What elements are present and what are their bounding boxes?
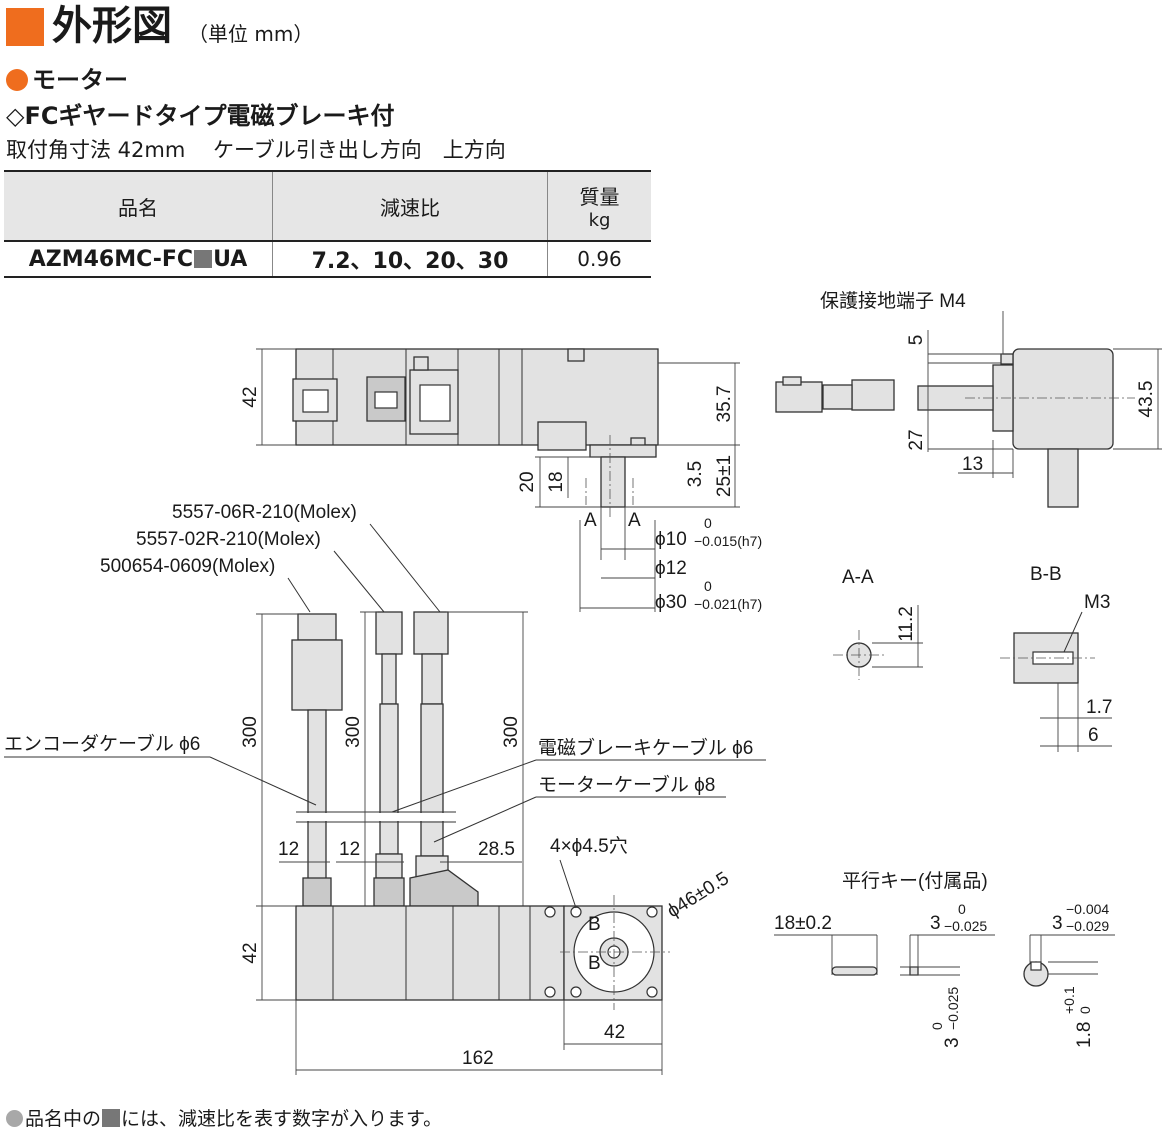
shaft-side <box>1047 448 1079 508</box>
motor-cable <box>420 703 444 857</box>
motor-body-front <box>295 905 565 1001</box>
dim-35-7: 35.7 <box>714 386 735 423</box>
motor-cable-label: モーターケーブル ϕ8 <box>538 773 715 796</box>
output-shaft <box>600 456 626 508</box>
holes-label: 4×ϕ4.5穴 <box>550 835 628 857</box>
dim-42-top: 42 <box>240 386 261 407</box>
svg-text:0: 0 <box>958 901 966 917</box>
connector-label-1: 5557-06R-210(Molex) <box>172 502 357 523</box>
footnote: 品名中のには、減速比を表す数字が入ります。 <box>6 1104 442 1131</box>
gear-pilot <box>589 444 657 458</box>
dim-300-motor: 300 <box>501 716 522 748</box>
side-view-motor <box>775 348 1114 508</box>
brake-cable-label: 電磁ブレーキケーブル ϕ6 <box>538 736 753 759</box>
dim-11-2: 11.2 <box>896 606 917 642</box>
encoder-connector <box>366 376 406 422</box>
svg-text:0: 0 <box>704 578 712 594</box>
svg-text:0: 0 <box>704 515 712 531</box>
unit-label: （単位 mm） <box>188 22 314 46</box>
motor-body-top <box>295 348 659 446</box>
section-mark-b-bottom: B <box>588 953 601 974</box>
dim-6: 6 <box>1088 725 1099 746</box>
key-side-view <box>831 966 878 976</box>
svg-text:0: 0 <box>1077 1006 1093 1014</box>
ground-terminal-label: 保護接地端子 M4 <box>820 290 966 312</box>
dim-5: 5 <box>906 335 927 346</box>
motor-body-side <box>1012 348 1114 450</box>
keyway-width: 3 <box>1052 913 1063 934</box>
dim-12-mid: 12 <box>339 839 360 860</box>
dim-162: 162 <box>462 1048 494 1069</box>
section-title: モーター <box>6 60 128 95</box>
placeholder-square-icon <box>102 1109 121 1127</box>
mass-value: 0.96 <box>547 241 651 278</box>
key-height: 3 <box>942 1037 963 1048</box>
top-view-motor <box>292 348 659 520</box>
dim-300-encoder: 300 <box>240 716 261 748</box>
shaft-d12: ϕ12 <box>655 558 687 579</box>
svg-text:0: 0 <box>929 1022 945 1030</box>
section-mark-a-right: A <box>628 510 641 531</box>
dim-42-front: 42 <box>240 942 261 963</box>
shaft-diameter: ϕ10 <box>655 529 687 550</box>
section-bb-title: B-B <box>1030 564 1062 585</box>
dim-13: 13 <box>962 454 983 475</box>
brake-cable <box>379 703 399 855</box>
dim-42-flange: 42 <box>604 1022 625 1043</box>
encoder-cable <box>307 709 327 881</box>
connector-label-2: 5557-02R-210(Molex) <box>136 529 321 550</box>
svg-text:−0.025: −0.025 <box>945 987 961 1030</box>
svg-text:−0.021(h7): −0.021(h7) <box>694 596 762 612</box>
dim-25: 25±1 <box>714 455 735 497</box>
dim-300-brake: 300 <box>343 716 364 748</box>
svg-text:+0.1: +0.1 <box>1061 986 1077 1014</box>
dim-27: 27 <box>906 429 927 450</box>
subsection-title: ◇FCギヤードタイプ電磁ブレーキ付 <box>6 102 395 130</box>
section-aa-title: A-A <box>842 567 874 588</box>
dim-28-5: 28.5 <box>478 839 515 860</box>
svg-text:−0.004: −0.004 <box>1066 901 1109 917</box>
encoder-cable-assembly <box>291 613 343 907</box>
pcd-label: ϕ46±0.5 <box>664 868 733 922</box>
gray-dot-icon <box>6 1110 23 1127</box>
svg-text:−0.025: −0.025 <box>944 918 987 934</box>
parallel-key-title: 平行キー(付属品) <box>842 870 988 892</box>
dim-18: 18 <box>546 471 567 492</box>
header-ratio: 減速比 <box>272 170 548 242</box>
dim-1-7: 1.7 <box>1086 697 1112 718</box>
dim-43-5: 43.5 <box>1136 381 1157 418</box>
orange-dot-icon <box>6 69 28 91</box>
key-width: 3 <box>930 913 941 934</box>
svg-text:−0.015(h7): −0.015(h7) <box>694 533 762 549</box>
dim-3-5: 3.5 <box>685 461 706 487</box>
encoder-cable-label: エンコーダケーブル ϕ6 <box>4 732 200 755</box>
dim-12-left: 12 <box>278 839 299 860</box>
connector-label-3: 500654-0609(Molex) <box>100 556 275 577</box>
page-title: 外形図 <box>52 3 172 49</box>
svg-text:−0.029: −0.029 <box>1066 918 1109 934</box>
key-end-view <box>909 966 919 976</box>
cable-side <box>917 385 994 411</box>
placeholder-square-icon <box>194 249 213 268</box>
section-mark-b-top: B <box>588 914 601 935</box>
front-view-motor <box>295 905 663 1001</box>
header-name: 品名 <box>4 170 273 242</box>
gear-ratio: 7.2、10、20、30 <box>272 241 548 278</box>
key-length: 18±0.2 <box>774 913 832 934</box>
pilot-diameter: ϕ30 <box>655 592 687 613</box>
title-square-icon <box>6 8 44 46</box>
keyway-depth: 1.8 <box>1074 1022 1095 1048</box>
dim-20: 20 <box>517 471 538 492</box>
section-mark-a-left: A <box>584 510 597 531</box>
thread-label: M3 <box>1084 592 1110 613</box>
spec-line: 取付角寸法 42mm ケーブル引き出し方向 上方向 <box>6 138 506 162</box>
